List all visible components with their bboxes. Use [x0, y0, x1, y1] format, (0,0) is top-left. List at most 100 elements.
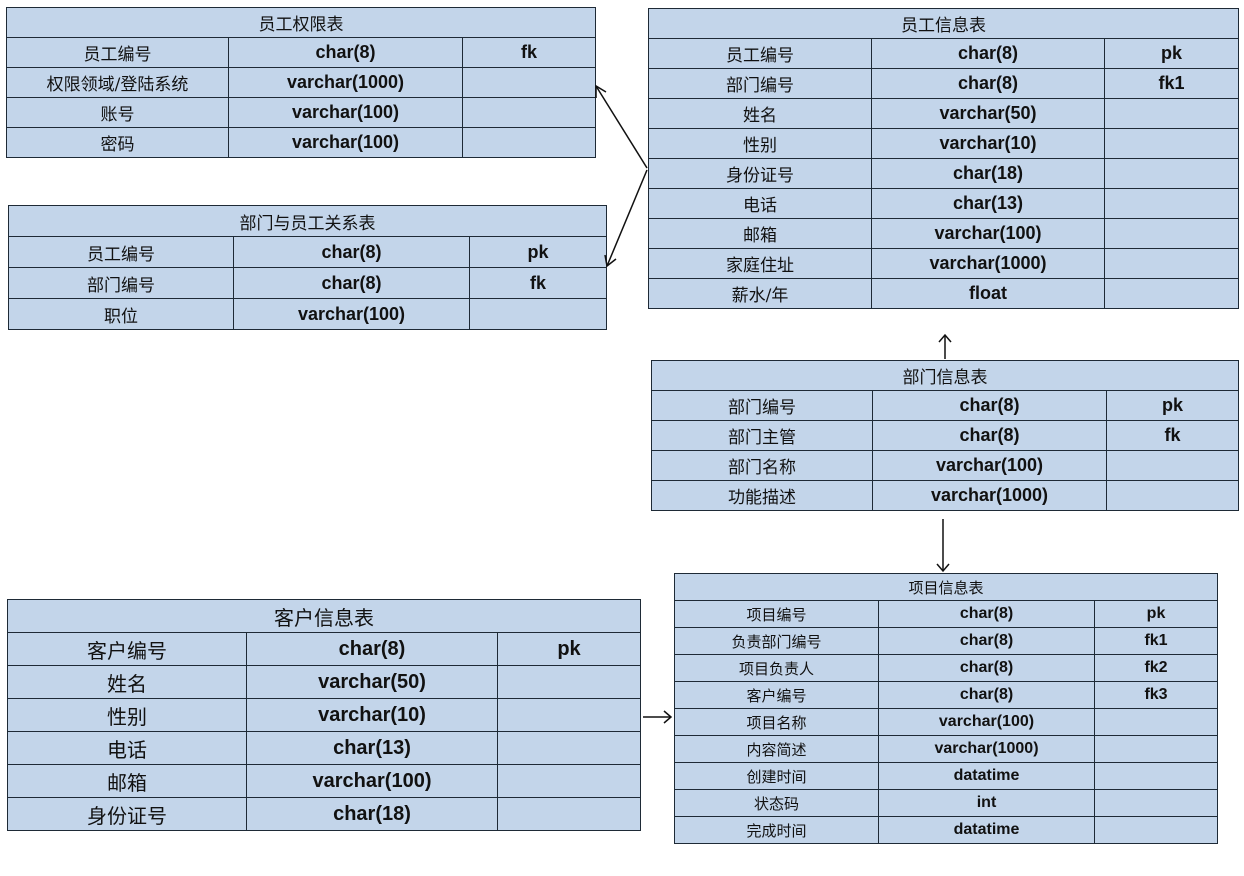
arrowhead-employee — [938, 333, 952, 343]
field-type-cell: varchar(100) — [872, 450, 1107, 481]
field-key-cell: fk1 — [1103, 68, 1240, 99]
arrow-employee-to-permission — [595, 85, 648, 169]
field-key-cell — [461, 127, 597, 158]
field-key-cell — [496, 698, 642, 732]
field-name-cell: 部门主管 — [651, 420, 873, 451]
field-type-cell: varchar(100) — [233, 298, 470, 330]
field-name-cell: 客户编号 — [7, 632, 247, 666]
field-key-cell: pk — [1093, 600, 1219, 628]
field-name-cell: 邮箱 — [7, 764, 247, 798]
field-name-cell: 职位 — [8, 298, 234, 330]
field-type-cell: varchar(100) — [228, 97, 463, 128]
field-type-cell: varchar(1000) — [878, 735, 1095, 763]
field-key-cell — [496, 665, 642, 699]
field-type-cell: varchar(100) — [228, 127, 463, 158]
field-type-cell: char(8) — [233, 267, 470, 299]
field-type-cell: varchar(10) — [246, 698, 498, 732]
field-type-cell: char(18) — [246, 797, 498, 831]
field-name-cell: 邮箱 — [648, 218, 872, 249]
field-name-cell: 部门编号 — [651, 390, 873, 421]
table-title: 部门信息表 — [650, 360, 1240, 391]
field-type-cell: char(8) — [878, 627, 1095, 655]
field-name-cell: 身份证号 — [648, 158, 872, 189]
field-key-cell — [1103, 278, 1240, 309]
field-name-cell: 创建时间 — [674, 762, 879, 790]
arrow-employee-to-department-relation — [606, 169, 648, 267]
field-name-cell: 电话 — [648, 188, 872, 219]
table-title: 员工权限表 — [5, 7, 597, 38]
field-name-cell: 身份证号 — [7, 797, 247, 831]
arrowhead-project-left — [663, 710, 673, 724]
arrowhead-project-top — [936, 563, 950, 573]
field-type-cell: char(13) — [246, 731, 498, 765]
field-type-cell: varchar(100) — [878, 708, 1095, 736]
field-key-cell — [468, 298, 608, 330]
field-key-cell — [1103, 188, 1240, 219]
field-name-cell: 家庭住址 — [648, 248, 872, 279]
field-type-cell: char(8) — [878, 600, 1095, 628]
field-key-cell: fk1 — [1093, 627, 1219, 655]
field-type-cell: varchar(1000) — [228, 67, 463, 98]
field-name-cell: 账号 — [6, 97, 229, 128]
field-key-cell — [496, 764, 642, 798]
field-name-cell: 内容简述 — [674, 735, 879, 763]
arrowhead-permission — [595, 84, 607, 98]
field-type-cell: char(8) — [228, 37, 463, 68]
field-name-cell: 部门编号 — [8, 267, 234, 299]
field-name-cell: 项目负责人 — [674, 654, 879, 682]
field-name-cell: 功能描述 — [651, 480, 873, 511]
field-type-cell: float — [871, 278, 1105, 309]
field-name-cell: 完成时间 — [674, 816, 879, 844]
field-key-cell: fk — [1105, 420, 1240, 451]
arrowhead-department-relation — [604, 254, 617, 268]
table-title: 部门与员工关系表 — [7, 205, 608, 237]
field-type-cell: char(8) — [878, 681, 1095, 709]
field-name-cell: 权限领域/登陆系统 — [6, 67, 229, 98]
field-key-cell — [1093, 816, 1219, 844]
field-type-cell: varchar(50) — [871, 98, 1105, 129]
field-key-cell: pk — [1105, 390, 1240, 421]
field-type-cell: int — [878, 789, 1095, 817]
field-type-cell: varchar(1000) — [871, 248, 1105, 279]
field-name-cell: 员工编号 — [8, 236, 234, 268]
field-name-cell: 客户编号 — [674, 681, 879, 709]
field-key-cell — [1103, 128, 1240, 159]
field-key-cell — [1093, 762, 1219, 790]
field-type-cell: varchar(100) — [246, 764, 498, 798]
field-key-cell: pk — [1103, 38, 1240, 69]
field-type-cell: varchar(100) — [871, 218, 1105, 249]
field-key-cell — [1105, 480, 1240, 511]
table-title: 客户信息表 — [6, 599, 642, 633]
field-key-cell — [496, 797, 642, 831]
field-type-cell: char(13) — [871, 188, 1105, 219]
